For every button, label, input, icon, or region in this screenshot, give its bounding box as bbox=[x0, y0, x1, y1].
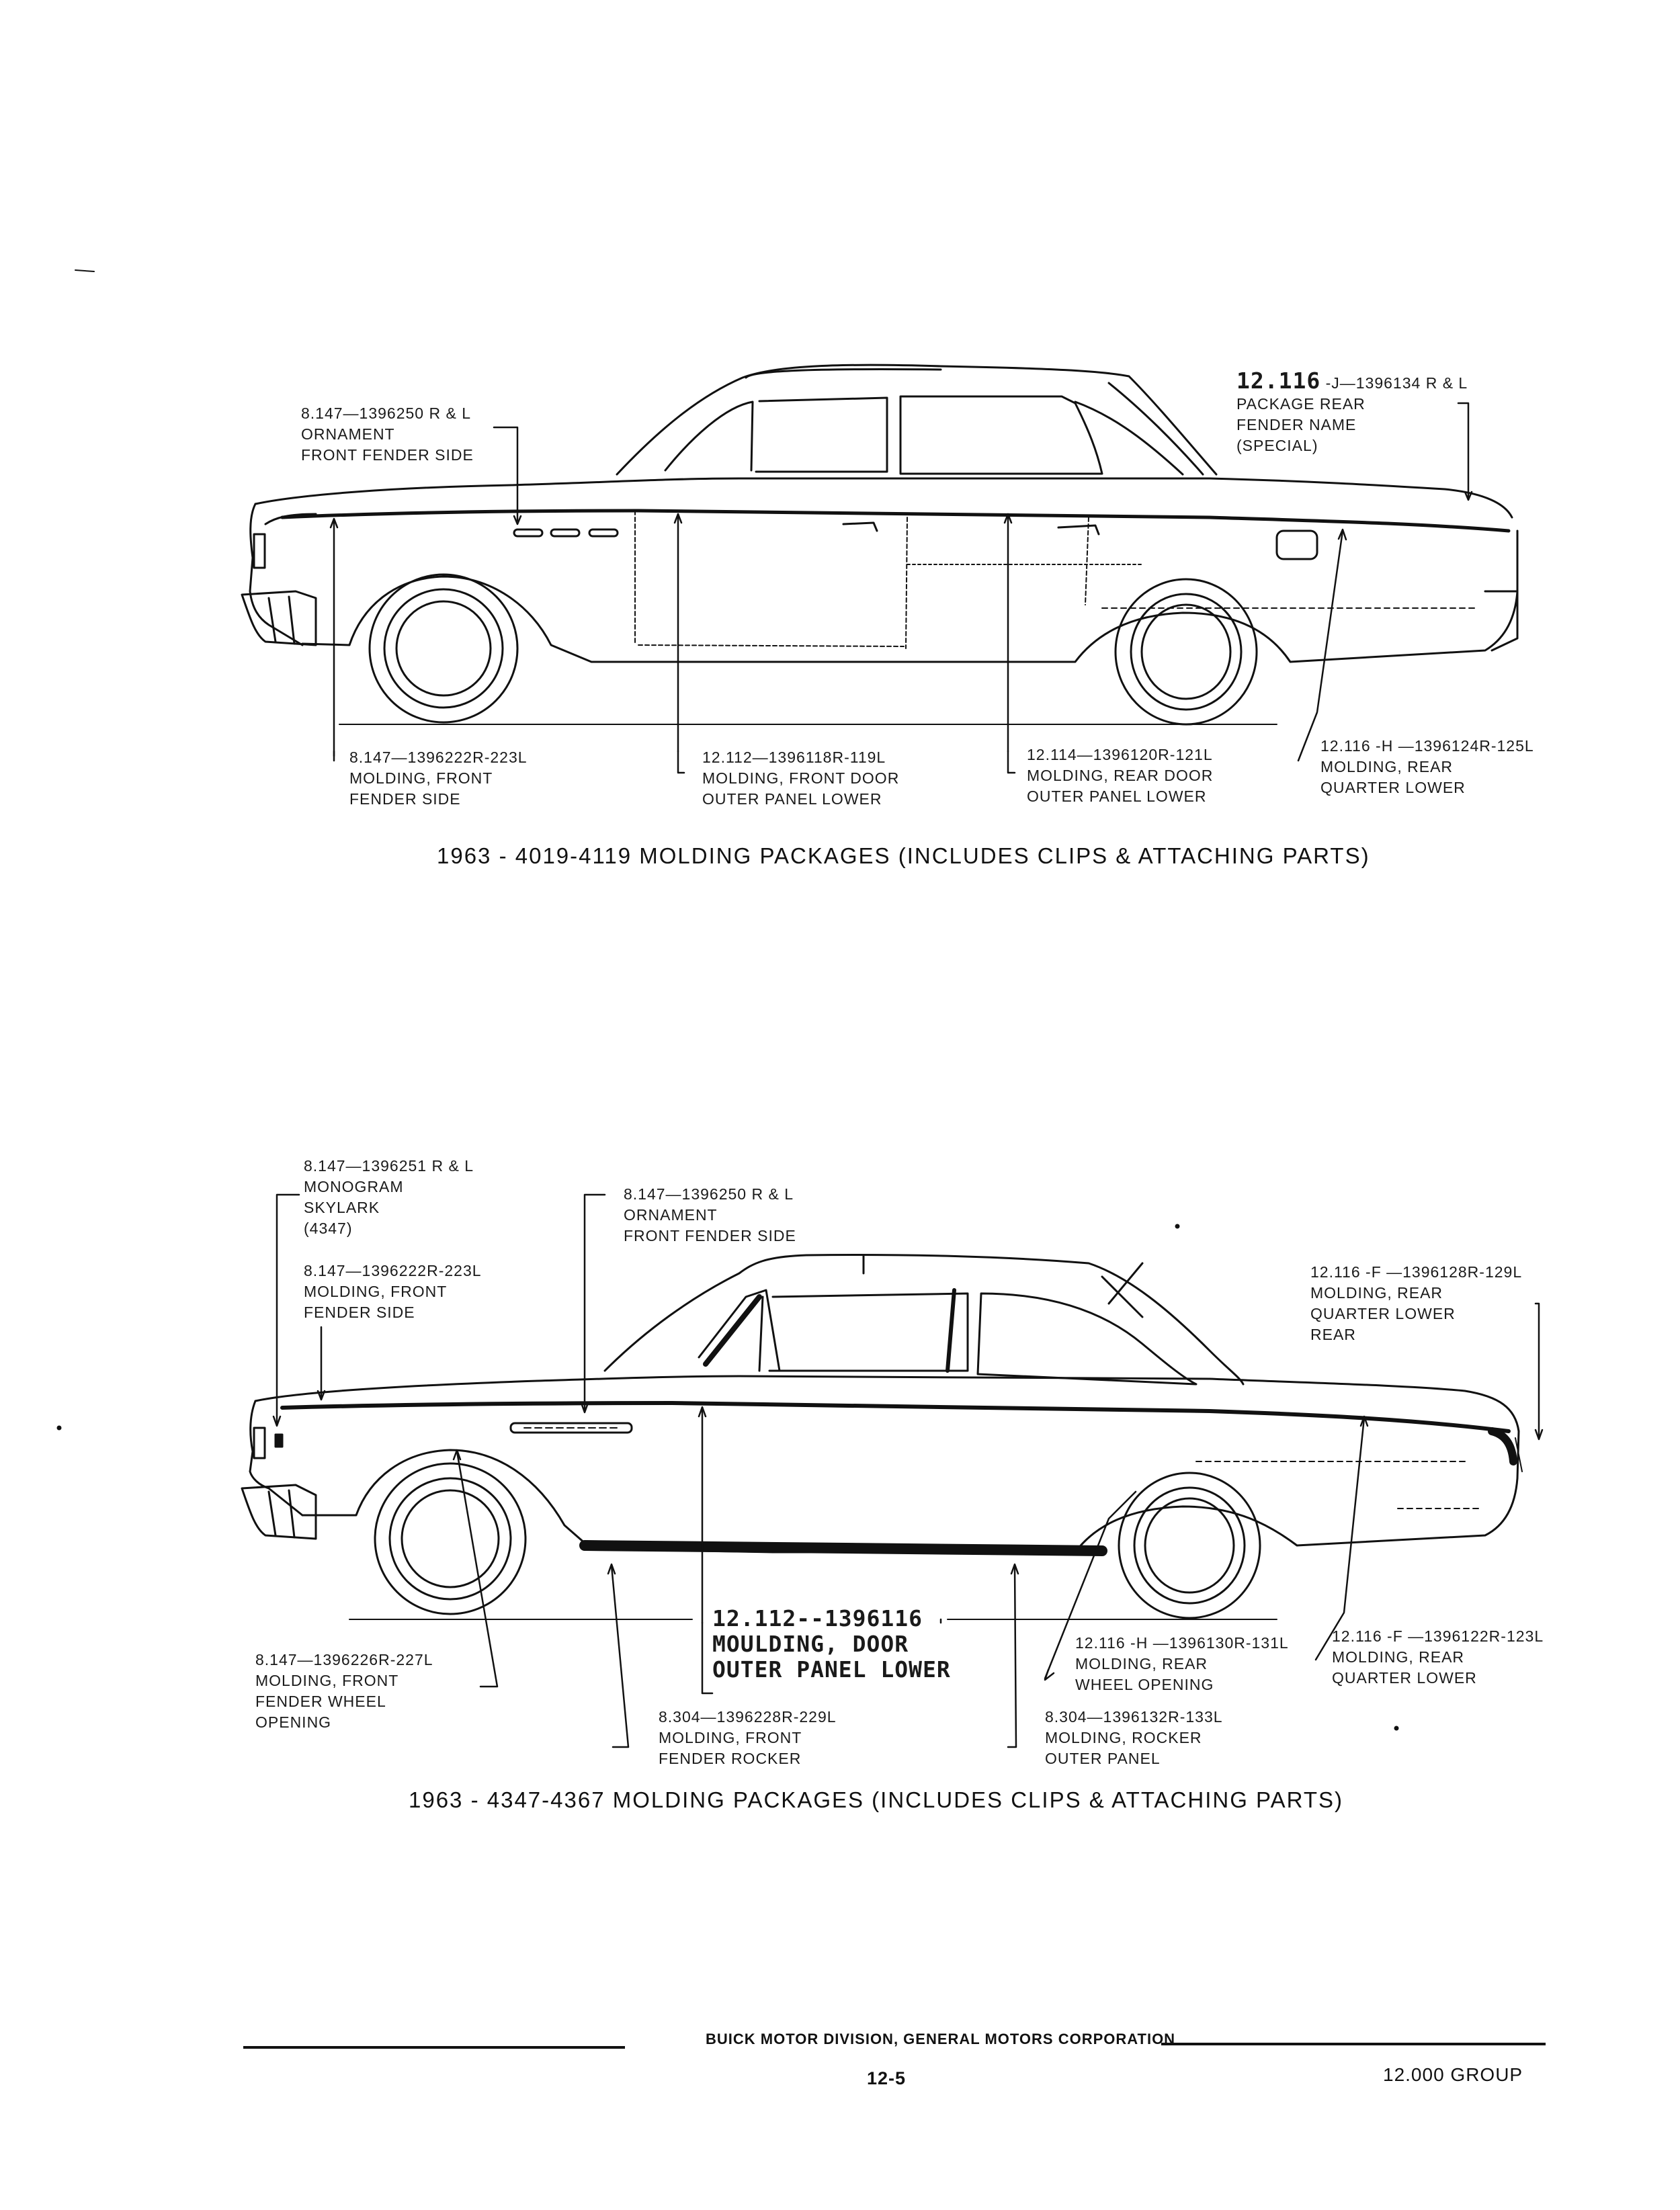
diagram1-caption: 1963 - 4019-4119 MOLDING PACKAGES (INCLU… bbox=[437, 843, 1370, 868]
diagram2-caption: 1963 - 4347-4367 MOLDING PACKAGES (INCLU… bbox=[409, 1787, 1344, 1812]
part-number: 12.112--1396116 bbox=[712, 1605, 923, 1631]
part-note: OPENING bbox=[255, 1713, 332, 1731]
part-name: MOLDING, REAR bbox=[1075, 1655, 1208, 1672]
part-name: MOLDING, ROCKER bbox=[1045, 1729, 1202, 1746]
label-molding-front-fender-side: 8.147—1396222R-223L MOLDING, FRONT FENDE… bbox=[349, 747, 528, 810]
part-number: 12.116 -H —1396124R-125L bbox=[1320, 737, 1534, 755]
part-location: OUTER PANEL LOWER bbox=[702, 790, 882, 808]
label-rocker-outer-panel: 8.304—1396132R-133L MOLDING, ROCKER OUTE… bbox=[1045, 1707, 1223, 1769]
part-number: 8.147—1396222R-223L bbox=[349, 749, 528, 766]
part-name: MOLDING, FRONT bbox=[349, 769, 493, 787]
part-number: 8.304—1396132R-133L bbox=[1045, 1708, 1223, 1726]
label-monogram-skylark: 8.147—1396251 R & L MONOGRAM SKYLARK (43… bbox=[304, 1156, 474, 1239]
part-location: FRONT FENDER SIDE bbox=[301, 446, 474, 464]
part-location: FENDER WHEEL bbox=[255, 1693, 386, 1710]
part-location: FENDER SIDE bbox=[349, 790, 461, 808]
label-rear-quarter-lower: 12.116 -H —1396124R-125L MOLDING, REAR Q… bbox=[1320, 736, 1534, 798]
part-number: 8.147—1396226R-227L bbox=[255, 1651, 433, 1668]
part-number: 12.114—1396120R-121L bbox=[1027, 746, 1213, 763]
part-number: 8.147—1396250 R & L bbox=[624, 1185, 794, 1203]
part-group-code: 12.116 bbox=[1236, 368, 1321, 394]
part-number: 8.147—1396222R-223L bbox=[304, 1262, 482, 1279]
convertible-drawing bbox=[242, 1255, 1522, 1620]
label-rear-quarter-lower-rear: 12.116 -F —1396128R-129L MOLDING, REAR Q… bbox=[1310, 1262, 1522, 1345]
part-location: OUTER PANEL LOWER bbox=[1027, 788, 1207, 805]
label-door-outer-panel-lower: 12.112--1396116 MOULDING, DOOR OUTER PAN… bbox=[712, 1606, 951, 1683]
part-name: ORNAMENT bbox=[624, 1206, 718, 1224]
part-name: ORNAMENT bbox=[301, 425, 395, 443]
part-name: MOLDING, FRONT bbox=[255, 1672, 399, 1689]
label-package-rear-fender-name: 12.116 -J—1396134 R & L PACKAGE REAR FEN… bbox=[1236, 368, 1468, 456]
part-location: WHEEL OPENING bbox=[1075, 1676, 1214, 1693]
part-name: MOLDING, REAR DOOR bbox=[1027, 767, 1214, 784]
label-ornament-front-fender: 8.147—1396250 R & L ORNAMENT FRONT FENDE… bbox=[301, 403, 474, 466]
part-name: MOLDING, REAR bbox=[1332, 1648, 1465, 1666]
part-number: 12.116 -F —1396122R-123L bbox=[1332, 1627, 1544, 1645]
part-name-line2: FENDER NAME bbox=[1236, 416, 1357, 433]
part-number: 12.116 -J—1396134 R & L bbox=[1236, 368, 1468, 394]
label-front-door-lower: 12.112—1396118R-119L MOLDING, FRONT DOOR… bbox=[702, 747, 899, 810]
sedan-leader-lines bbox=[331, 403, 1472, 773]
part-number: 8.147—1396251 R & L bbox=[304, 1157, 474, 1175]
part-location: QUARTER LOWER bbox=[1320, 779, 1466, 796]
part-location: OUTER PANEL bbox=[1045, 1750, 1161, 1767]
part-name: MOLDING, FRONT bbox=[659, 1729, 802, 1746]
part-location: QUARTER LOWER bbox=[1332, 1669, 1477, 1687]
part-note: (4347) bbox=[304, 1220, 353, 1237]
part-location: FENDER SIDE bbox=[304, 1304, 415, 1321]
footer-group: 12.000 GROUP bbox=[1383, 2064, 1523, 2085]
part-name: MONOGRAM bbox=[304, 1178, 404, 1195]
label-rear-wheel-opening: 12.116 -H —1396130R-131L MOLDING, REAR W… bbox=[1075, 1633, 1289, 1695]
part-number: 12.112—1396118R-119L bbox=[702, 749, 886, 766]
part-number: 12.116 -F —1396128R-129L bbox=[1310, 1263, 1523, 1281]
part-name: MOLDING, REAR bbox=[1320, 758, 1454, 775]
label-rear-door-lower: 12.114—1396120R-121L MOLDING, REAR DOOR … bbox=[1027, 745, 1213, 807]
label-molding-front-fender-side-2: 8.147—1396222R-223L MOLDING, FRONT FENDE… bbox=[304, 1261, 482, 1323]
part-code-suffix: -J—1396134 R & L bbox=[1325, 374, 1468, 392]
part-name: MOLDING, FRONT bbox=[304, 1283, 448, 1300]
part-note: (SPECIAL) bbox=[1236, 437, 1318, 454]
footer-rule-right bbox=[1161, 2043, 1546, 2045]
part-location: FENDER ROCKER bbox=[659, 1750, 802, 1767]
part-name: MOLDING, FRONT DOOR bbox=[702, 769, 900, 787]
sedan-drawing bbox=[242, 365, 1517, 724]
footer-division: BUICK MOTOR DIVISION, GENERAL MOTORS COR… bbox=[706, 2031, 1176, 2047]
label-front-fender-rocker: 8.304—1396228R-229L MOLDING, FRONT FENDE… bbox=[659, 1707, 837, 1769]
label-front-fender-wheel-opening: 8.147—1396226R-227L MOLDING, FRONT FENDE… bbox=[255, 1650, 433, 1733]
footer-page-number: 12-5 bbox=[867, 2068, 907, 2088]
part-number: 8.147—1396250 R & L bbox=[301, 405, 472, 422]
part-note: REAR bbox=[1310, 1326, 1356, 1343]
part-name: MOULDING, DOOR bbox=[712, 1631, 909, 1657]
part-name: MOLDING, REAR bbox=[1310, 1284, 1443, 1302]
convertible-leader-lines bbox=[274, 1195, 1542, 1747]
part-location: FRONT FENDER SIDE bbox=[624, 1227, 796, 1244]
label-ornament-front-fender-2: 8.147—1396250 R & L ORNAMENT FRONT FENDE… bbox=[624, 1184, 796, 1246]
part-location: QUARTER LOWER bbox=[1310, 1305, 1456, 1322]
part-name: PACKAGE REAR bbox=[1236, 395, 1366, 413]
part-location: OUTER PANEL LOWER bbox=[712, 1656, 951, 1683]
part-number: 8.304—1396228R-229L bbox=[659, 1708, 837, 1726]
label-rear-quarter-lower-2: 12.116 -F —1396122R-123L MOLDING, REAR Q… bbox=[1332, 1626, 1544, 1689]
part-model: SKYLARK bbox=[304, 1199, 380, 1216]
footer-rule-left bbox=[243, 2046, 625, 2049]
part-number: 12.116 -H —1396130R-131L bbox=[1075, 1634, 1289, 1652]
